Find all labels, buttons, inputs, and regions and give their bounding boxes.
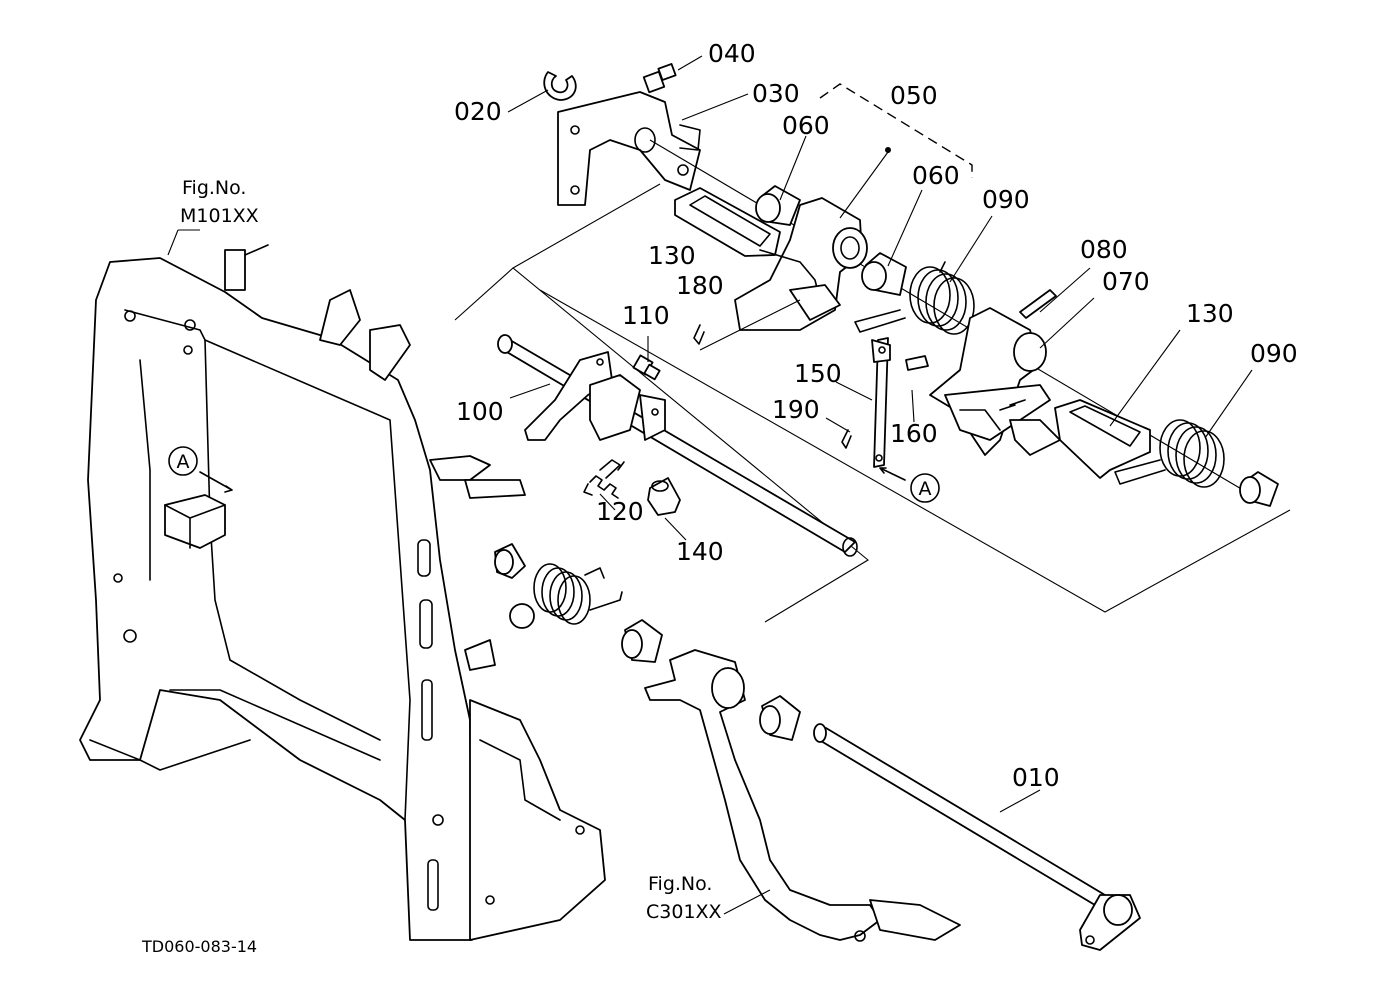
cotter-pin-180 — [693, 324, 705, 345]
label-040: 040 — [708, 39, 756, 68]
grease-fitting-110 — [632, 354, 661, 381]
pedal-pad-130-right — [1054, 399, 1151, 479]
label-100: 100 — [456, 397, 504, 426]
cotter-pin-190 — [841, 429, 852, 449]
pin-080 — [1019, 289, 1057, 319]
spring-090-lower — [1114, 419, 1225, 488]
pedal-arm — [734, 197, 868, 331]
label-150: 150 — [794, 359, 842, 388]
lower-spring — [533, 563, 623, 625]
label-120: 120 — [596, 497, 644, 526]
bushing-end — [1239, 471, 1279, 507]
spring-090-upper — [854, 261, 975, 335]
pin-160 — [905, 355, 929, 371]
label-110: 110 — [622, 301, 670, 330]
arrow-a-left — [199, 471, 233, 493]
clutch-pedal — [644, 649, 961, 942]
label-010: 010 — [1012, 763, 1060, 792]
figure-ref-c301xx: Fig.No. C301XX — [646, 873, 722, 923]
cap-140 — [647, 477, 681, 516]
label-140: 140 — [676, 537, 724, 566]
middle-group-outline — [454, 267, 869, 623]
grease-fitting-040 — [642, 63, 677, 94]
label-030: 030 — [752, 79, 800, 108]
label-080: 080 — [1080, 235, 1128, 264]
figure-ref-c301xx-line1: Fig.No. — [648, 873, 712, 895]
label-020: 020 — [454, 97, 502, 126]
part-number-labels: 010 020 030 040 050 060 060 070 080 090 … — [454, 39, 1298, 792]
callout-a-left-text: A — [177, 451, 190, 473]
lower-bushing-left — [494, 543, 526, 579]
shaft-010 — [813, 723, 1141, 951]
bracket-plate-030 — [557, 91, 701, 206]
figure-ref-m101xx: Fig.No. M101XX — [180, 177, 259, 227]
link-rod-150 — [871, 337, 891, 468]
frame-bracket — [79, 244, 606, 941]
leader-lines — [167, 55, 1253, 915]
group-050-bracket — [819, 83, 973, 178]
callout-a-right: A — [910, 473, 940, 503]
bushing-060-right — [861, 252, 907, 296]
callout-a-left: A — [168, 446, 198, 476]
circlip-020 — [543, 71, 577, 101]
upper-axis — [649, 139, 1261, 501]
label-180: 180 — [676, 271, 724, 300]
lower-bushing-mid — [621, 619, 663, 663]
bushing-060-left — [755, 185, 801, 226]
label-060-left: 060 — [782, 111, 830, 140]
label-050: 050 — [890, 81, 938, 110]
arrow-a-right — [879, 467, 906, 481]
label-160: 160 — [890, 419, 938, 448]
right-group-outline — [512, 183, 1291, 613]
figure-ref-c301xx-line2: C301XX — [646, 901, 722, 923]
spring-120 — [583, 459, 625, 499]
pedal-arm-070 — [929, 307, 1061, 456]
lower-bushing-right — [759, 695, 801, 741]
label-130-left: 130 — [648, 241, 696, 270]
label-070: 070 — [1102, 267, 1150, 296]
drawing-code: TD060-083-14 — [141, 937, 257, 956]
label-090-lower: 090 — [1250, 339, 1298, 368]
label-060-right: 060 — [912, 161, 960, 190]
label-190: 190 — [772, 395, 820, 424]
label-090-upper: 090 — [982, 185, 1030, 214]
figure-ref-m101xx-line1: Fig.No. — [182, 177, 246, 199]
figure-ref-m101xx-line2: M101XX — [180, 205, 259, 227]
callout-a-right-text: A — [919, 478, 932, 500]
label-130-right: 130 — [1186, 299, 1234, 328]
lever-arms-100 — [524, 351, 666, 441]
